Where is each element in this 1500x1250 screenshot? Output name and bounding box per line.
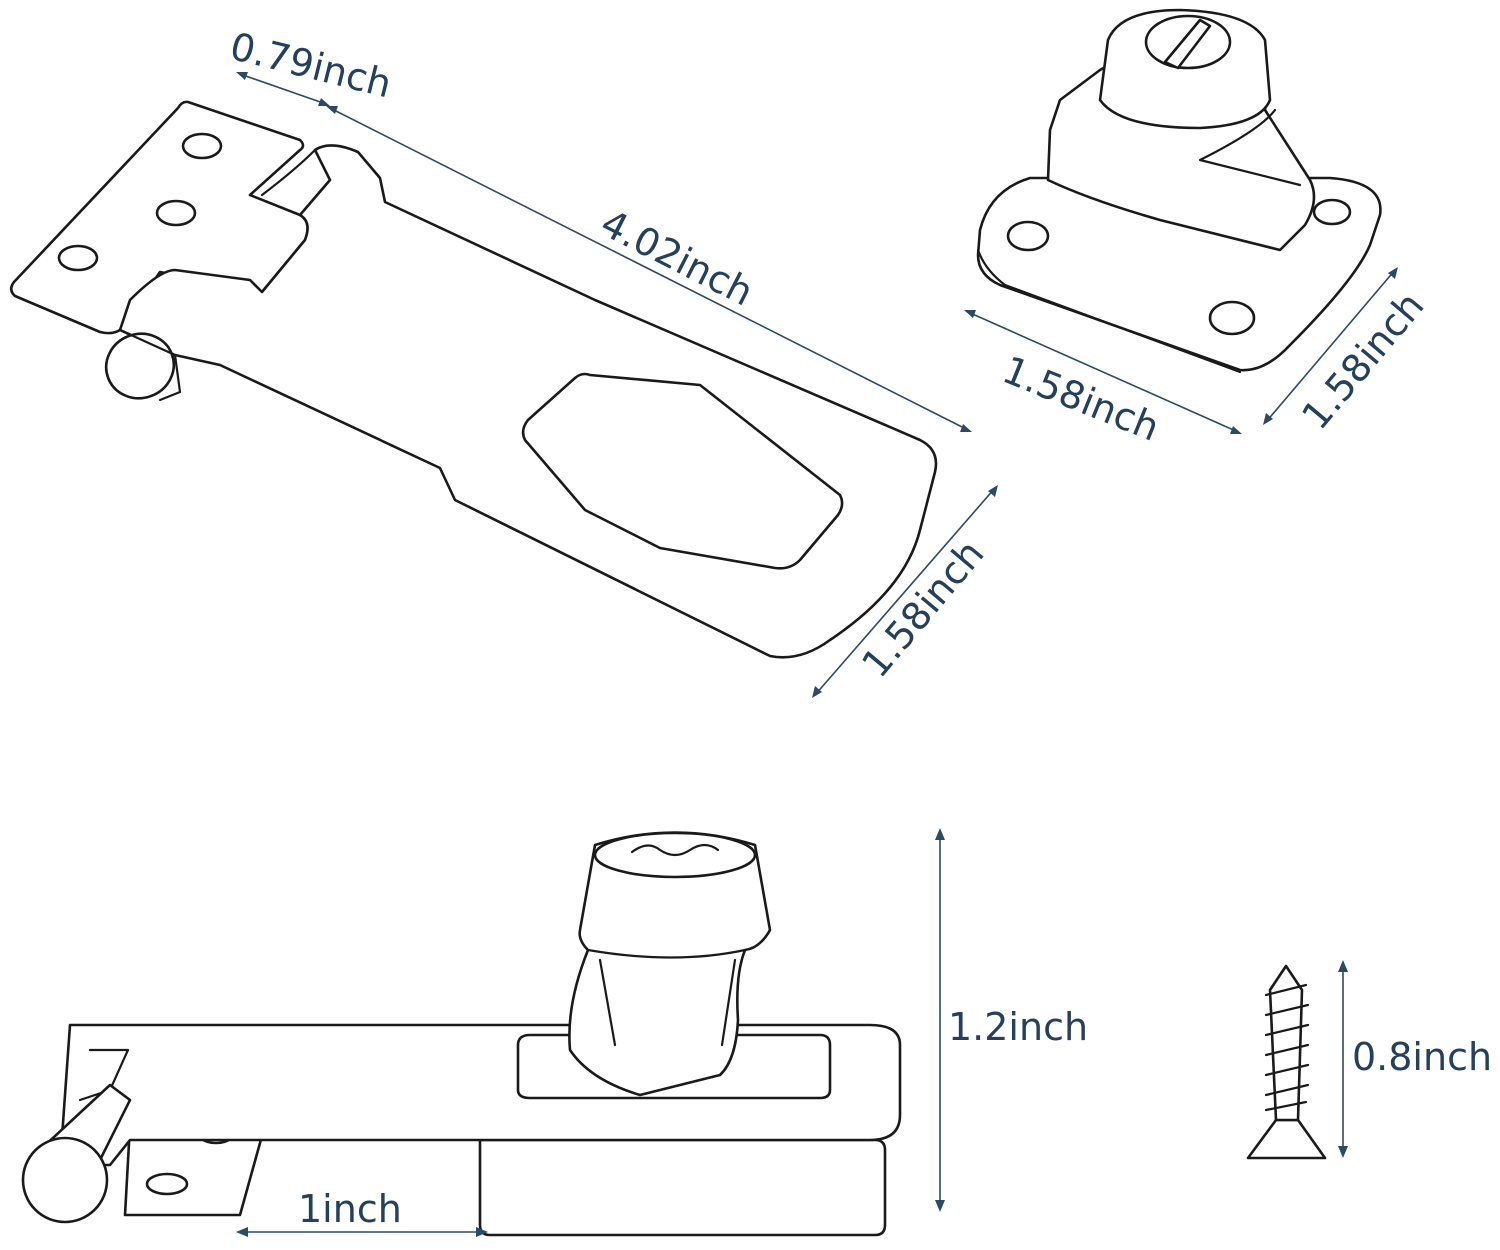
hinge-hole-1 [181,132,223,160]
hasp-dimensions [236,72,998,698]
screw-head [1246,1118,1327,1160]
side-hinge-hole-2 [145,1172,189,1196]
hasp-drawing [9,100,938,659]
hasp-length-label: 4.02inch [594,201,760,315]
screw-dimensions [1338,960,1348,1158]
lock-hole-3 [1208,300,1256,336]
side-view-drawing [21,831,902,1237]
lock-hole-2 [1312,198,1352,226]
lock-body-notch [1198,108,1302,187]
lock-drawing [976,8,1382,374]
hinge-hole-2 [155,199,197,227]
hasp-hex-slot [521,372,844,570]
lock-key-slot [1163,18,1212,70]
hinge-hole-3 [57,244,99,272]
screw-length-label: 0.8inch [1352,1035,1492,1079]
side-dimensions [236,828,945,1237]
screw-thread [1264,983,1310,1112]
hinge-width-label: 0.79inch [226,24,396,106]
side-hinge-slot [78,1048,130,1102]
side-lock-shoulder [586,948,747,1047]
lock-dimensions [964,267,1398,434]
screw-shank [1268,964,1304,1122]
side-lock-body [568,831,772,1097]
screw-drawing [1246,964,1327,1160]
hinge-knuckle-line [260,148,332,217]
side-key-slot [630,843,720,857]
side-lower-plate [478,1138,887,1237]
lock-base-edge [976,248,1242,374]
lock-hole-1 [1006,220,1050,252]
hinge-pin-barrel [118,328,182,402]
side-pin-end [21,1136,109,1224]
hinge-leaf-label: 1inch [298,1187,402,1231]
total-height-label: 1.2inch [948,1005,1088,1049]
